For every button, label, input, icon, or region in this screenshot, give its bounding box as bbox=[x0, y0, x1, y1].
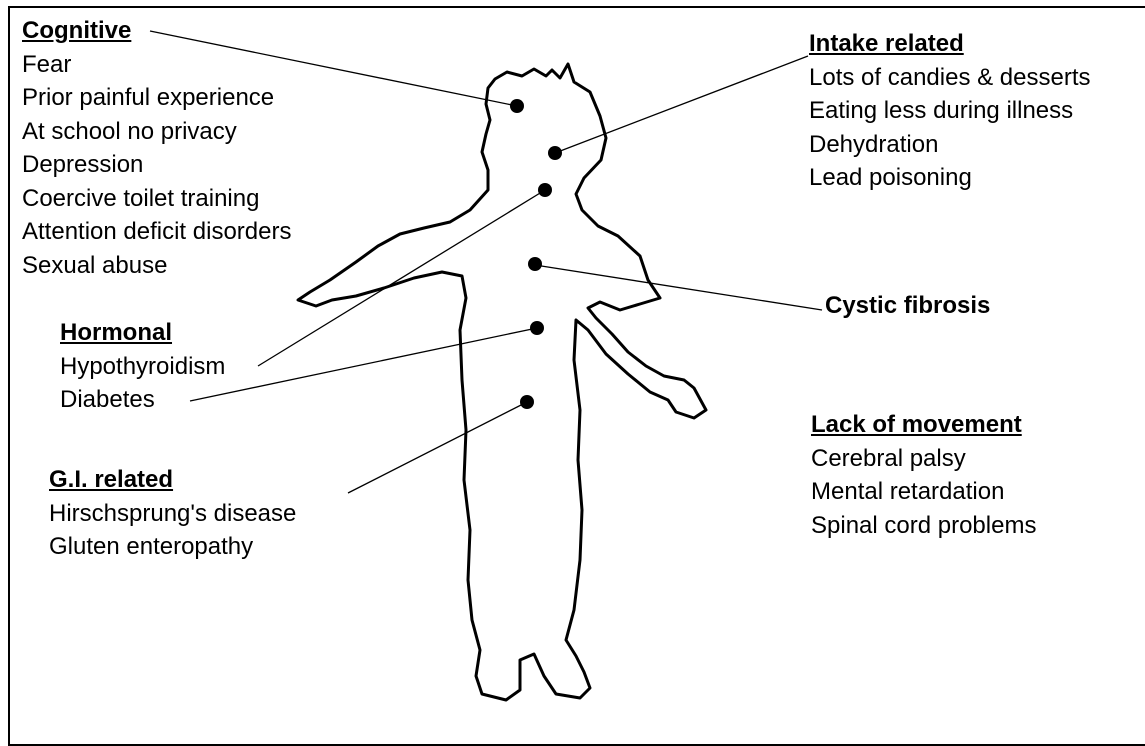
movement-item-spinal-cord: Spinal cord problems bbox=[811, 509, 1036, 543]
dot-lower-abdomen bbox=[520, 395, 534, 409]
gi-heading: G.I. related bbox=[49, 463, 296, 497]
hormonal-item-hypothyroidism: Hypothyroidism bbox=[60, 350, 225, 384]
gi-item-gluten: Gluten enteropathy bbox=[49, 530, 296, 564]
movement-item-cerebral-palsy: Cerebral palsy bbox=[811, 442, 1036, 476]
movement-item-mental-retardation: Mental retardation bbox=[811, 475, 1036, 509]
gi-group: G.I. related Hirschsprung's disease Glut… bbox=[49, 463, 296, 564]
connector-line-cystic bbox=[535, 265, 822, 310]
cognitive-item-school-privacy: At school no privacy bbox=[22, 115, 291, 149]
cognitive-item-prior-painful: Prior painful experience bbox=[22, 81, 291, 115]
child-outline bbox=[298, 64, 706, 700]
cognitive-heading: Cognitive bbox=[22, 14, 291, 48]
cognitive-item-attention-deficit: Attention deficit disorders bbox=[22, 215, 291, 249]
intake-group: Intake related Lots of candies & dessert… bbox=[809, 27, 1090, 195]
dot-abdomen bbox=[530, 321, 544, 335]
intake-item-eating-less: Eating less during illness bbox=[809, 94, 1090, 128]
dot-neck bbox=[538, 183, 552, 197]
intake-heading: Intake related bbox=[809, 27, 1090, 61]
cognitive-item-toilet-training: Coercive toilet training bbox=[22, 182, 291, 216]
intake-item-candies: Lots of candies & desserts bbox=[809, 61, 1090, 95]
connector-line-gi bbox=[348, 402, 527, 493]
cognitive-item-fear: Fear bbox=[22, 48, 291, 82]
intake-item-dehydration: Dehydration bbox=[809, 128, 1090, 162]
dot-mouth bbox=[548, 146, 562, 160]
cognitive-item-depression: Depression bbox=[22, 148, 291, 182]
dot-chest bbox=[528, 257, 542, 271]
connector-line-intake bbox=[555, 56, 808, 153]
cognitive-item-sexual-abuse: Sexual abuse bbox=[22, 249, 291, 283]
connector-line-hypothyroidism bbox=[258, 190, 545, 366]
hormonal-item-diabetes: Diabetes bbox=[60, 383, 225, 417]
movement-group: Lack of movement Cerebral palsy Mental r… bbox=[811, 408, 1036, 542]
connector-line-diabetes bbox=[190, 328, 537, 401]
hormonal-group: Hormonal Hypothyroidism Diabetes bbox=[60, 316, 225, 417]
dot-head bbox=[510, 99, 524, 113]
cognitive-group: Cognitive Fear Prior painful experience … bbox=[22, 14, 291, 282]
movement-heading: Lack of movement bbox=[811, 408, 1036, 442]
cystic-fibrosis-label: Cystic fibrosis bbox=[825, 292, 990, 320]
intake-item-lead-poisoning: Lead poisoning bbox=[809, 161, 1090, 195]
hormonal-heading: Hormonal bbox=[60, 316, 225, 350]
gi-item-hirschsprung: Hirschsprung's disease bbox=[49, 497, 296, 531]
